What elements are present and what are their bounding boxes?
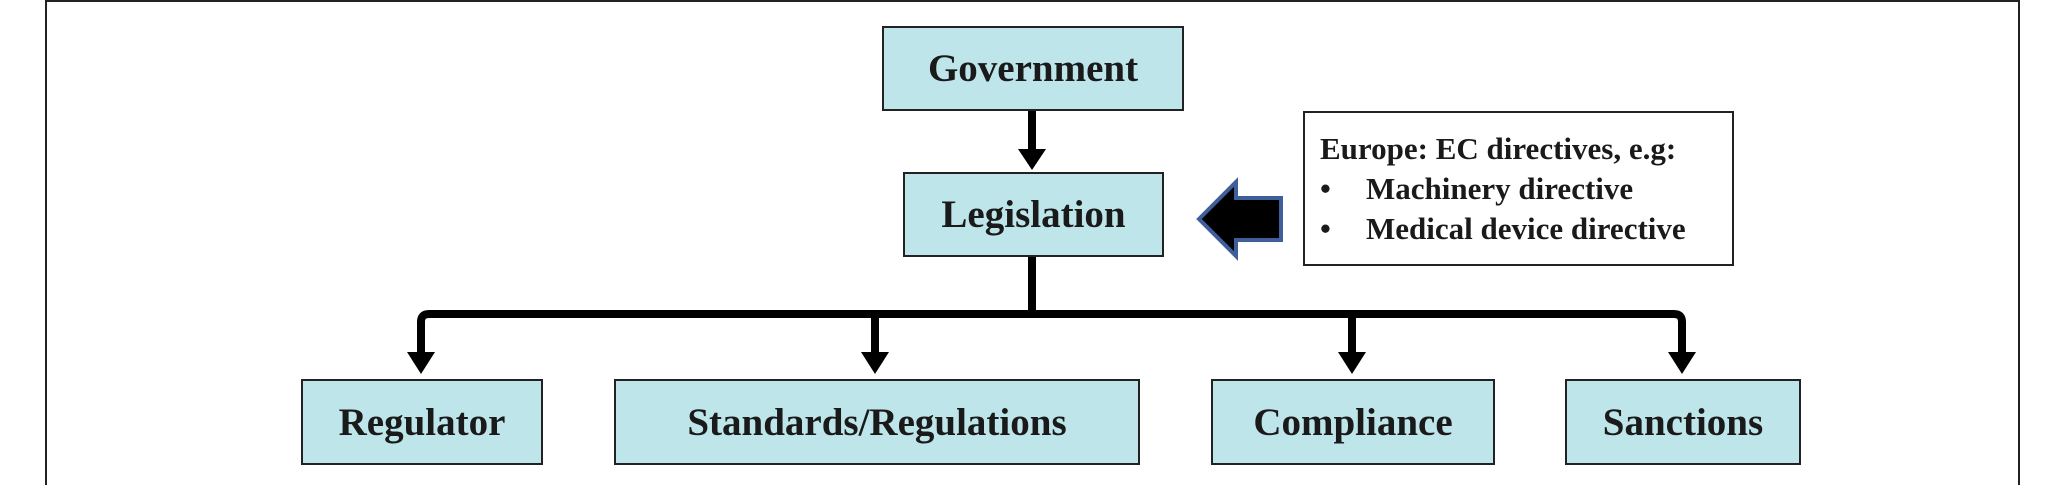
node-compliance: Compliance — [1211, 379, 1495, 465]
note-item-label: Medical device directive — [1366, 211, 1686, 246]
node-regulator: Regulator — [301, 379, 543, 465]
arrowhead-sanctions — [1668, 352, 1696, 374]
left-block-arrow — [1196, 177, 1283, 261]
note-heading: Europe: EC directives, e.g: — [1320, 131, 1677, 166]
edge-horizontal-bus — [417, 310, 1686, 358]
arrowhead-compliance — [1338, 352, 1366, 374]
node-legislation: Legislation — [903, 172, 1164, 257]
note-item-label: Machinery directive — [1366, 171, 1634, 206]
node-standards-regulations: Standards/Regulations — [614, 379, 1140, 465]
node-government: Government — [882, 26, 1184, 111]
note-item: • Machinery directive — [1320, 169, 1732, 209]
arrowhead-regulator — [407, 352, 435, 374]
directives-note: Europe: EC directives, e.g: • Machinery … — [1303, 111, 1734, 266]
arrowhead-legislation — [1018, 149, 1046, 170]
bullet-icon: • — [1320, 211, 1331, 246]
note-item: • Medical device directive — [1320, 209, 1732, 249]
node-sanctions: Sanctions — [1565, 379, 1801, 465]
arrowhead-standards — [861, 352, 889, 374]
diagram-frame — [45, 0, 2020, 485]
bullet-icon: • — [1320, 171, 1331, 206]
